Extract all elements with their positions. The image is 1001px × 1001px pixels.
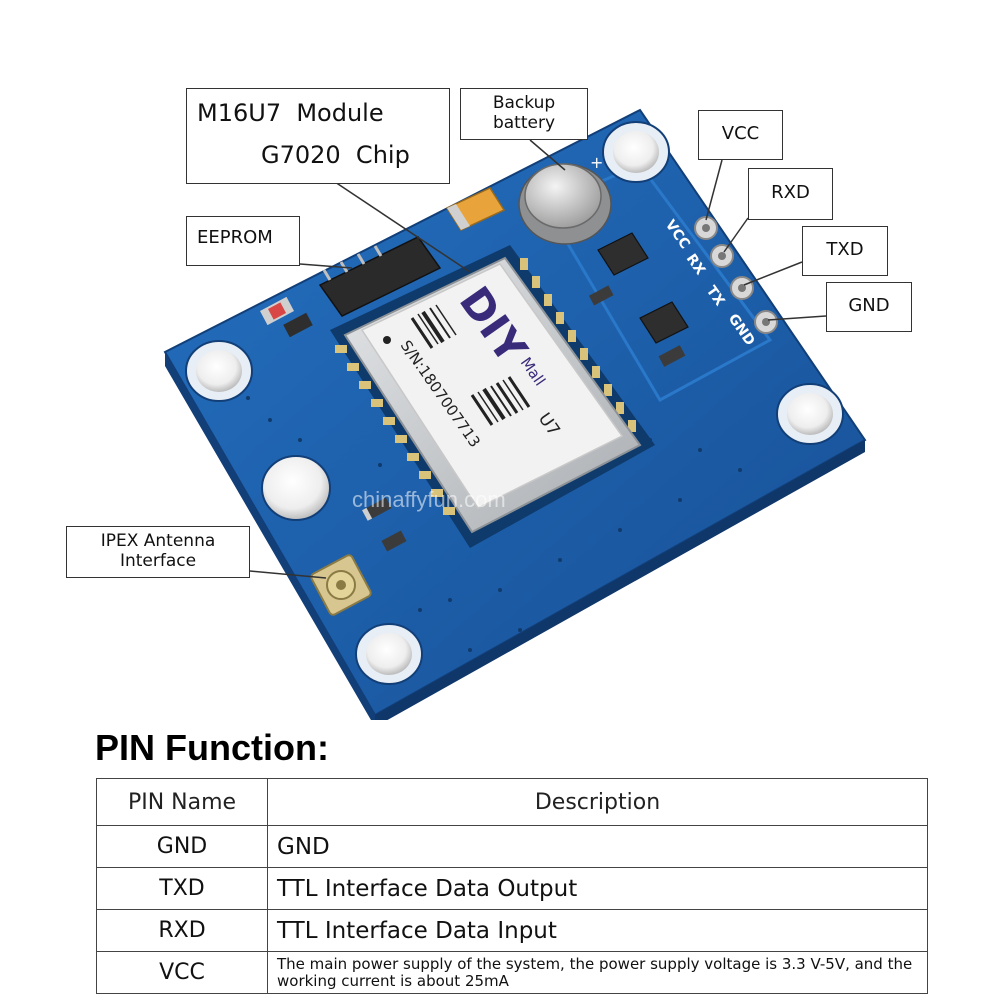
callout-ipex: IPEX Antenna Interface xyxy=(66,526,250,578)
callout-gnd: GND xyxy=(826,282,912,332)
table-row: TXD TTL Interface Data Output xyxy=(96,867,928,910)
mounting-holes xyxy=(185,121,844,685)
leader-ipex xyxy=(249,570,327,579)
ipex-connector xyxy=(310,554,372,616)
table-row: VCC The main power supply of the system,… xyxy=(96,951,928,994)
module-barcode xyxy=(383,304,531,426)
leader-rxd xyxy=(723,217,749,253)
pin-description-cell: GND xyxy=(267,825,928,868)
pin-name-cell: RXD xyxy=(96,909,268,952)
gps-module-diagram: + xyxy=(163,108,867,720)
pin-description-cell: TTL Interface Data Output xyxy=(267,867,928,910)
leader-battery xyxy=(529,139,566,171)
backup-battery: + xyxy=(518,153,612,245)
pin-name-cell: GND xyxy=(96,825,268,868)
header-description: Description xyxy=(267,778,928,826)
callout-ipex-line2: Interface xyxy=(119,551,197,571)
leader-module xyxy=(334,181,471,273)
leader-gnd xyxy=(767,315,827,321)
pcb-edge-right xyxy=(375,440,865,720)
callout-battery-line2: battery xyxy=(492,113,556,133)
section-title: PIN Function: xyxy=(95,727,329,768)
voltage-regulator xyxy=(588,232,689,367)
tantalum-capacitor xyxy=(445,187,506,231)
watermark: chinaffyfun.com xyxy=(352,487,506,512)
callout-vcc: VCC xyxy=(698,110,783,160)
callout-txd: TXD xyxy=(802,226,888,276)
callout-eeprom-label: EEPROM xyxy=(197,227,273,248)
callout-vcc-label: VCC xyxy=(721,123,760,144)
callout-rxd-label: RXD xyxy=(771,182,810,203)
callout-eeprom: EEPROM xyxy=(186,216,300,266)
callout-module-line2: G7020 Chip xyxy=(261,141,410,169)
pcb-vias xyxy=(246,396,742,652)
header-pin-name: PIN Name xyxy=(96,778,268,826)
callout-module-line1: M16U7 Module xyxy=(197,99,384,127)
pin-description-cell: The main power supply of the system, the… xyxy=(267,951,928,994)
module-pads xyxy=(335,258,636,515)
callout-battery: Backup battery xyxy=(460,88,588,140)
header-pins xyxy=(694,216,778,334)
callout-txd-label: TXD xyxy=(826,239,864,260)
passive-components-lower xyxy=(362,497,407,552)
leader-eeprom xyxy=(299,263,353,269)
leader-lines xyxy=(249,139,827,579)
callout-gnd-label: GND xyxy=(848,295,890,316)
callout-ipex-line1: IPEX Antenna xyxy=(100,531,216,551)
table-row: GND GND xyxy=(96,825,928,868)
svg-text:+: + xyxy=(590,153,603,172)
pcb-edge xyxy=(165,352,375,720)
pin-function-table: PIN Name Description GND GND TXD TTL Int… xyxy=(96,778,928,994)
gps-module: DIY Mall U7 S/N:1807007713 xyxy=(330,245,655,548)
pin-description-cell: TTL Interface Data Input xyxy=(267,909,928,952)
table-row: RXD TTL Interface Data Input xyxy=(96,909,928,952)
led-component xyxy=(260,296,313,338)
callout-module: M16U7 Module G7020 Chip xyxy=(186,88,450,184)
callout-battery-line1: Backup xyxy=(492,93,556,113)
table-header-row: PIN Name Description xyxy=(96,778,928,826)
leader-txd xyxy=(743,261,803,286)
pcb-trace-region xyxy=(542,163,773,403)
pin-name-cell: TXD xyxy=(96,867,268,910)
leader-vcc xyxy=(705,159,723,221)
pin-name-cell: VCC xyxy=(96,951,268,994)
callout-rxd: RXD xyxy=(748,168,833,220)
